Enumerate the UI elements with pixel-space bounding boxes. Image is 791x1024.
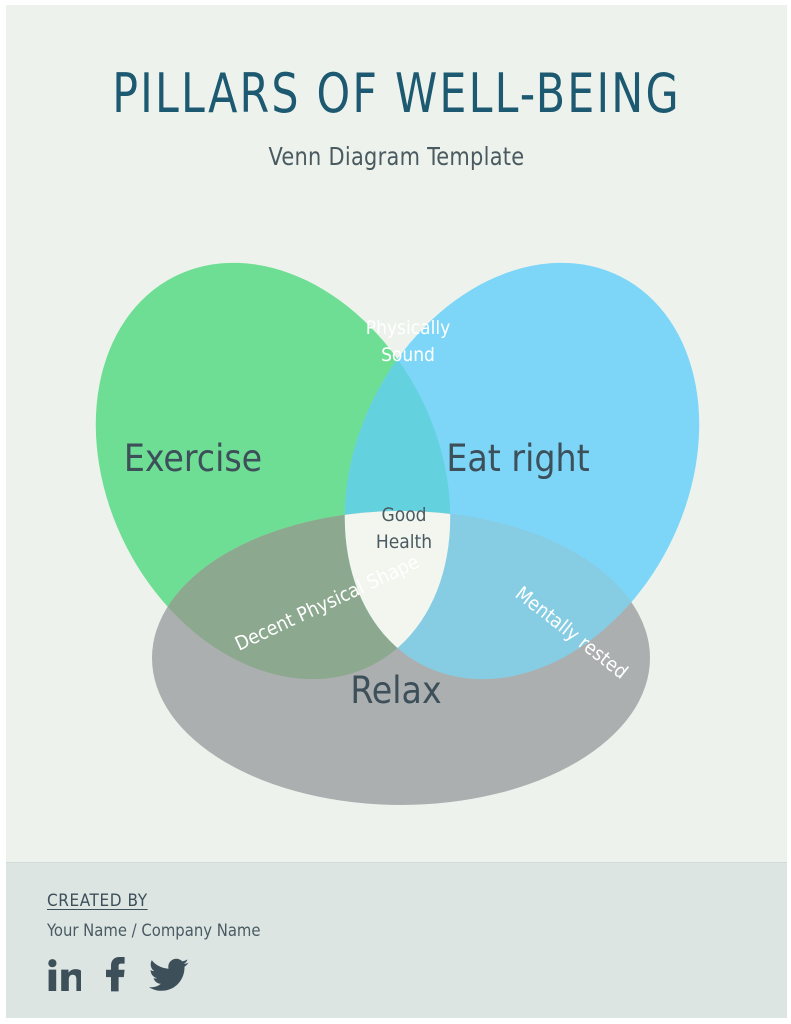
poster-canvas: PILLARS OF WELL-BEING Venn Diagram Templ… bbox=[6, 5, 787, 1018]
author-name: Your Name / Company Name bbox=[47, 921, 261, 940]
venn-label-relax: Relax bbox=[350, 669, 441, 712]
header: PILLARS OF WELL-BEING Venn Diagram Templ… bbox=[6, 5, 787, 172]
footer: CREATED BY Your Name / Company Name bbox=[6, 862, 787, 1018]
venn-diagram-svg: Exercise Eat right Relax Physically Soun… bbox=[27, 221, 768, 805]
venn-label-eat-right: Eat right bbox=[446, 437, 589, 480]
venn-label-exercise: Exercise bbox=[124, 437, 262, 480]
linkedin-link[interactable] bbox=[47, 958, 81, 992]
facebook-link[interactable] bbox=[103, 956, 127, 992]
linkedin-icon bbox=[47, 958, 81, 992]
venn-label-physically-sound-line1: Physically bbox=[366, 317, 450, 339]
page-subtitle: Venn Diagram Template bbox=[268, 142, 525, 171]
footer-credit-block: CREATED BY Your Name / Company Name bbox=[47, 891, 261, 940]
venn-label-good-health-line2: Health bbox=[376, 531, 432, 553]
created-by-label: CREATED BY bbox=[47, 891, 148, 911]
venn-label-good-health-line1: Good bbox=[381, 504, 426, 526]
facebook-icon bbox=[103, 956, 127, 992]
twitter-link[interactable] bbox=[149, 958, 189, 992]
twitter-icon bbox=[149, 958, 189, 992]
social-links bbox=[47, 956, 189, 992]
venn-label-physically-sound-line2: Sound bbox=[381, 344, 435, 366]
venn-diagram: Exercise Eat right Relax Physically Soun… bbox=[6, 221, 787, 841]
page-title: PILLARS OF WELL-BEING bbox=[112, 62, 681, 125]
